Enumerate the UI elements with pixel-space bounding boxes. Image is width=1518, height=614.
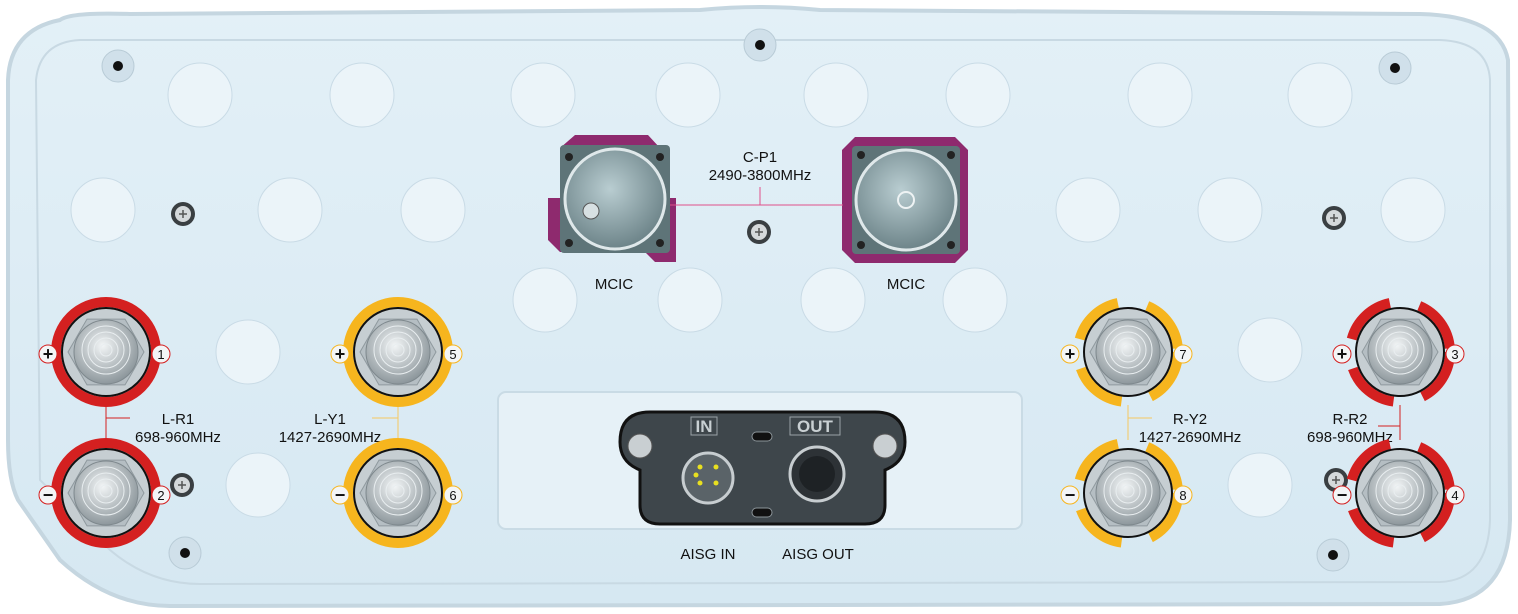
polarity-sign: − — [1337, 485, 1348, 505]
vent-hole — [1055, 177, 1121, 243]
rf-port-6[interactable]: −6 — [330, 438, 463, 548]
polarity-badge — [330, 485, 350, 505]
aisg-out-label: AISG OUT — [782, 546, 854, 563]
port-number-badge — [151, 344, 171, 364]
mcic-label-left: MCIC — [595, 276, 633, 293]
rf-port-4[interactable]: −4 — [1332, 438, 1465, 548]
screws — [170, 202, 1348, 497]
polarity-sign: + — [335, 344, 346, 364]
port-number-badge — [1173, 485, 1193, 505]
port-number: 8 — [1179, 488, 1186, 503]
polarity-sign: − — [335, 485, 346, 505]
port-number: 5 — [449, 347, 456, 362]
rf-port-8[interactable]: −8 — [1060, 438, 1193, 548]
vent-hole — [657, 267, 723, 333]
port-number-badge — [1173, 344, 1193, 364]
aisg-in-label: AISG IN — [680, 546, 735, 563]
vent-hole — [800, 267, 866, 333]
vent-hole — [1197, 177, 1263, 243]
port-number: 3 — [1451, 347, 1458, 362]
vent-hole — [1380, 177, 1446, 243]
polarity-badge — [1060, 344, 1080, 364]
polarity-badge — [1332, 344, 1352, 364]
port-number-badge — [443, 344, 463, 364]
polarity-badge — [38, 485, 58, 505]
l-y1-leader — [372, 405, 399, 440]
group-label-r-r2: R-R2 — [1332, 411, 1367, 428]
port-number: 2 — [157, 488, 164, 503]
rf-port-7[interactable]: +7 — [1060, 297, 1193, 407]
port-number: 7 — [1179, 347, 1186, 362]
port-number: 1 — [157, 347, 164, 362]
group-band-r-r2: 698-960MHz — [1307, 429, 1393, 446]
polarity-sign: + — [1065, 344, 1076, 364]
vent-hole — [1287, 62, 1353, 128]
polarity-badge — [38, 344, 58, 364]
vent-hole — [945, 62, 1011, 128]
c-p1-band: 2490-3800MHz — [709, 167, 812, 184]
port-number-badge — [1445, 485, 1465, 505]
group-label-l-r1: L-R1 — [162, 411, 195, 428]
aisg-out-connector[interactable] — [788, 445, 846, 503]
rf-ports: +1−2+5−6+7−8+3−4 — [38, 297, 1465, 548]
polarity-sign: + — [43, 344, 54, 364]
group-band-l-r1: 698-960MHz — [135, 429, 221, 446]
vent-hole — [215, 319, 281, 385]
aisg-in-tag: IN — [696, 417, 713, 436]
vent-hole — [167, 62, 233, 128]
group-band-l-y1: 1427-2690MHz — [279, 429, 382, 446]
vent-hole — [803, 62, 869, 128]
vent-hole — [1127, 62, 1193, 128]
rf-port-3[interactable]: +3 — [1332, 297, 1465, 407]
polarity-badge — [1332, 485, 1352, 505]
port-number-badge — [443, 485, 463, 505]
mcic-label-right: MCIC — [887, 276, 925, 293]
l-r1-leader — [105, 405, 130, 440]
r-y2-leader — [1127, 405, 1152, 440]
c-p1-leader-line — [670, 187, 843, 206]
vent-hole — [329, 62, 395, 128]
polarity-sign: − — [43, 485, 54, 505]
vent-hole — [225, 452, 291, 518]
polarity-badge — [1060, 485, 1080, 505]
rf-port-2[interactable]: −2 — [38, 438, 171, 548]
port-number: 6 — [449, 488, 456, 503]
group-band-r-y2: 1427-2690MHz — [1139, 429, 1242, 446]
rf-port-5[interactable]: +5 — [330, 297, 463, 407]
port-number: 4 — [1451, 488, 1458, 503]
mounting-hole — [113, 61, 123, 71]
polarity-sign: − — [1065, 485, 1076, 505]
mounting-hole — [180, 548, 190, 558]
vent-hole — [1237, 317, 1303, 383]
vent-hole — [655, 62, 721, 128]
aisg-in-connector[interactable] — [681, 451, 735, 505]
group-label-l-y1: L-Y1 — [314, 411, 346, 428]
rf-port-1[interactable]: +1 — [38, 297, 171, 407]
mounting-hole — [1390, 63, 1400, 73]
vent-holes — [70, 62, 1446, 518]
r-r2-leader — [1378, 405, 1401, 440]
vent-hole — [510, 62, 576, 128]
vent-hole — [400, 177, 466, 243]
port-number-badge — [1445, 344, 1465, 364]
mcic-connector-left[interactable] — [548, 135, 676, 262]
vent-hole — [512, 267, 578, 333]
group-label-r-y2: R-Y2 — [1173, 411, 1207, 428]
mounting-hole — [755, 40, 765, 50]
aisg-module: IN OUT — [618, 410, 907, 526]
mounting-hole — [1328, 550, 1338, 560]
polarity-badge — [330, 344, 350, 364]
vent-hole — [70, 177, 136, 243]
vent-hole — [1227, 452, 1293, 518]
mounting-holes — [101, 28, 1412, 572]
c-p1-name: C-P1 — [743, 149, 777, 166]
polarity-sign: + — [1337, 344, 1348, 364]
vent-hole — [257, 177, 323, 243]
port-number-badge — [151, 485, 171, 505]
aisg-out-tag: OUT — [797, 417, 834, 436]
vent-hole — [942, 267, 1008, 333]
mcic-connector-right[interactable] — [842, 137, 968, 263]
